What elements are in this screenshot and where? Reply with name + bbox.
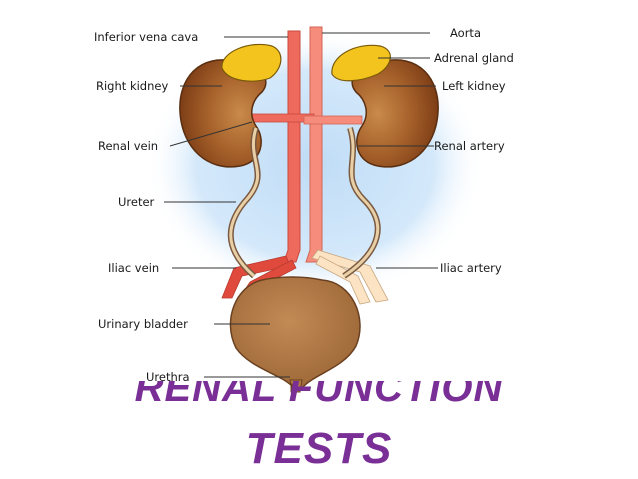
label-right-kidney: Right kidney: [96, 79, 168, 93]
label-iliac-vein: Iliac vein: [108, 261, 159, 275]
renal-artery-vessel: [303, 115, 363, 125]
label-renal-artery: Renal artery: [434, 139, 505, 153]
leader-lines: [164, 32, 438, 378]
label-iliac-artery: Iliac artery: [440, 261, 502, 275]
label-inferior-vena-cava: Inferior vena cava: [94, 30, 198, 44]
label-aorta: Aorta: [450, 26, 481, 40]
title-line-1-text: RENAL FUNCTION: [134, 381, 504, 410]
left-ureter-inner: [343, 127, 380, 278]
title-line-1: RENAL FUNCTION: [0, 381, 638, 415]
inferior-vena-cava: [283, 30, 301, 263]
label-left-kidney: Left kidney: [442, 79, 506, 93]
label-urinary-bladder: Urinary bladder: [98, 317, 188, 331]
urinary-bladder: [229, 276, 361, 389]
right-ureter-inner: [229, 127, 260, 278]
leader-renal-vein: [169, 121, 253, 147]
title-line-2: TESTS: [245, 424, 393, 473]
right-adrenal-gland: [221, 43, 282, 82]
label-ureter: Ureter: [118, 195, 155, 209]
left-kidney: [351, 59, 439, 168]
label-adrenal-gland: Adrenal gland: [434, 51, 514, 65]
iliac-artery-right-2: [315, 255, 371, 305]
left-adrenal-gland: [331, 44, 391, 82]
label-renal-vein: Renal vein: [98, 139, 158, 153]
right-kidney: [179, 59, 267, 168]
label-urethra: Urethra: [146, 370, 190, 384]
urethra-tube: [289, 379, 303, 393]
